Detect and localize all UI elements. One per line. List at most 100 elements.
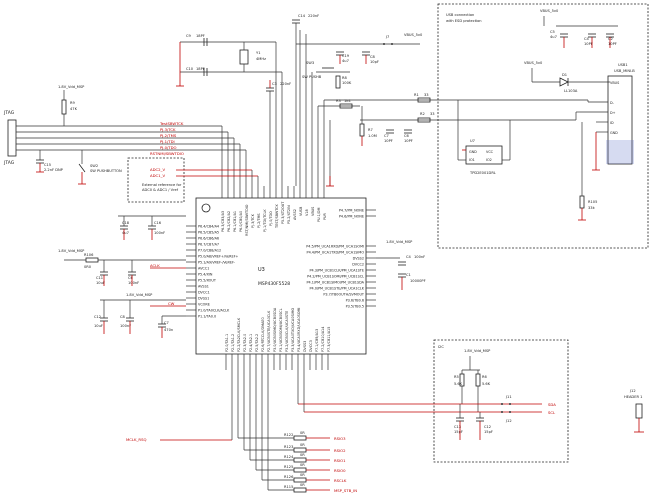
mcu-pin: V18 [305, 209, 309, 216]
ref: SW2 [90, 164, 98, 168]
resistor-r1 [417, 97, 431, 103]
mcu-pin: VBUS [311, 207, 315, 216]
ref: Y1 [256, 51, 260, 55]
mcu-pin: P2.1/TA1.2 [231, 334, 235, 352]
ref: C15 [44, 163, 51, 167]
mcu-pin: P4.1/PM_UCB1SIMO/PM_UCB1SDA [307, 281, 365, 285]
value: 220nF [280, 82, 291, 86]
value: 100nF [120, 324, 131, 328]
ref: R7 [368, 128, 373, 132]
mcu-pin: P4.6/PM_NONE [339, 215, 364, 219]
value: SW PUSHBUTTON [90, 169, 122, 173]
net-label: ACLK [150, 263, 160, 268]
jtag-ref: JTAG [3, 110, 15, 116]
esd-pin: GND [469, 150, 477, 154]
mcu-pin: P3.6/TB0.6 [346, 299, 364, 303]
mcu-pin: P3.5/TB0.5 [346, 305, 364, 309]
ref: R126 [284, 475, 294, 479]
net-label: PJ.0/TDO [160, 145, 177, 150]
value: 4u7 [122, 231, 129, 235]
mcu-pin: P5.1/A9/VREF-/VeREF- [198, 261, 236, 265]
mcu-pin: P5.4/XIN [198, 273, 213, 277]
part: LL103A [564, 89, 578, 93]
mcu-pin: P2.6/RTCCLK/DMAE0 [261, 317, 265, 352]
ref: C12 [94, 315, 101, 319]
mcu-pin: P4.0/PM_UCB1STE/PM_UCA1CLK [309, 287, 364, 291]
mcu-pin: P4.4/PM_UCA1TXD/PM_UCA1SIMO [307, 251, 365, 255]
mcu-pin: DVSS1 [198, 297, 209, 301]
mcu-pin: PJ.0/TDO [269, 211, 273, 226]
usb-shield [606, 140, 634, 164]
adc-ref-box [127, 157, 185, 203]
mcu-pin: P4.2/PM_UCB1SOMI/PM_UCB1SCL [307, 275, 364, 279]
net-label: PJ.3/TCK [160, 127, 176, 132]
mcu-pin: P5.3/XT2OUT [281, 201, 285, 224]
value: 15pF [454, 430, 463, 434]
ref: R8 [342, 76, 347, 80]
mcu-right-pins: P4.7/PM_NONE P4.6/PM_NONE P4.5/PM_UCA1RX… [306, 209, 376, 309]
value: 100nF [128, 281, 139, 285]
mcu-part: MSP430F5528 [258, 281, 290, 287]
resistor-r8 [335, 75, 341, 89]
mcu-pin: P6.4/CB4/A4 [198, 225, 219, 229]
mcu-pin: AVCC1 [198, 267, 209, 271]
value: 33 [424, 93, 429, 97]
mcu-pin: TEST/SBWTCK [275, 203, 279, 229]
ref: J7 [385, 35, 389, 39]
usb-ref: USB1 [618, 63, 628, 67]
i2c-section-box [433, 339, 569, 463]
net-label: RSIO3 [334, 436, 346, 441]
net-label: RSIO0 [334, 468, 346, 473]
value: 2.2nF DNP [44, 168, 64, 172]
ref: R115 [284, 485, 293, 489]
usb-pin: D- [610, 101, 615, 105]
esd-ref: U7 [470, 139, 475, 143]
ref: R123 [284, 445, 293, 449]
ref: C3 [272, 82, 277, 86]
mcu-left-pins: P6.4/CB4/A4 P6.5/CB5/A5 P6.6/CB6/A6 P6.7… [186, 225, 239, 319]
mcu-pin: DVCC3 [309, 340, 313, 352]
ref: D1 [562, 73, 567, 77]
net-label: ADC2_V [150, 167, 165, 172]
mcu-pin: P6.0/CB0/A0 [239, 211, 243, 232]
mcu-pin: P1.0/TA0CLK/ACLK [198, 309, 230, 313]
mcu-pin: P6.7/CB7/A7 [198, 243, 219, 247]
net-label: SDA [548, 402, 556, 407]
ref: R9 [70, 101, 75, 105]
vbus-label: VBUS_5v0 [524, 61, 543, 65]
header-label: HEADER 1 [624, 395, 642, 399]
value: 4MHz [256, 57, 266, 61]
ref: C7 [164, 321, 169, 325]
mcu-pin: P7.1/CB9/A13 [315, 329, 319, 352]
esd-pin: IO1 [469, 158, 475, 162]
value: 220nF [308, 14, 319, 18]
resistor-r6 [475, 373, 481, 387]
mcu-pin: P5.0/A8/VREF+/VeREF+ [198, 255, 239, 259]
ref: R5 [454, 375, 459, 379]
mcu-bottom-pins: P2.0/TA1.1 P2.1/TA1.2 P2.2/TA2CLK/SMCLK … [225, 307, 331, 370]
vcc-label: 1.8V_Vdd_MSP [386, 240, 413, 244]
mcu-pin: P4.5/PM_UCA1RXD/PM_UCA1SOMI [306, 245, 364, 249]
value: 5.6K [482, 382, 491, 386]
value: 0R [300, 463, 305, 467]
mcu-pin: P7.0/CB8/A12 [198, 249, 221, 253]
value: 18PF [196, 67, 205, 71]
mcu-pin: P6.3/CB3/A3 [221, 211, 225, 232]
mcu-top-pins: P6.3/CB3/A3 P6.2/CB2/A2 P6.1/CB1/A1 P6.0… [221, 186, 327, 236]
mcu-pin: P4.7/PM_NONE [339, 209, 364, 213]
jtag-connector-body [7, 119, 17, 157]
mcu-pin: VCORE [198, 303, 210, 307]
mcu-pin: P2.7/UCB0STE/UCA0CLK [267, 310, 271, 352]
mcu-pin1-marker [201, 203, 211, 213]
value: 100nF [414, 255, 425, 259]
resistor-r106 [85, 257, 99, 263]
mcu-pin: P6.5/CB5/A5 [198, 231, 219, 235]
mcu-pin: P5.2/XT2IN [287, 205, 291, 224]
mcu-pin: RST/NMI/SBWTDIO [245, 204, 249, 236]
value: 18PF [196, 34, 205, 38]
resistor-r9 [61, 99, 67, 115]
ref: C5 [550, 30, 555, 34]
mcu-pin: DVCC2 [352, 263, 364, 267]
usb-pin: GND [610, 131, 618, 135]
